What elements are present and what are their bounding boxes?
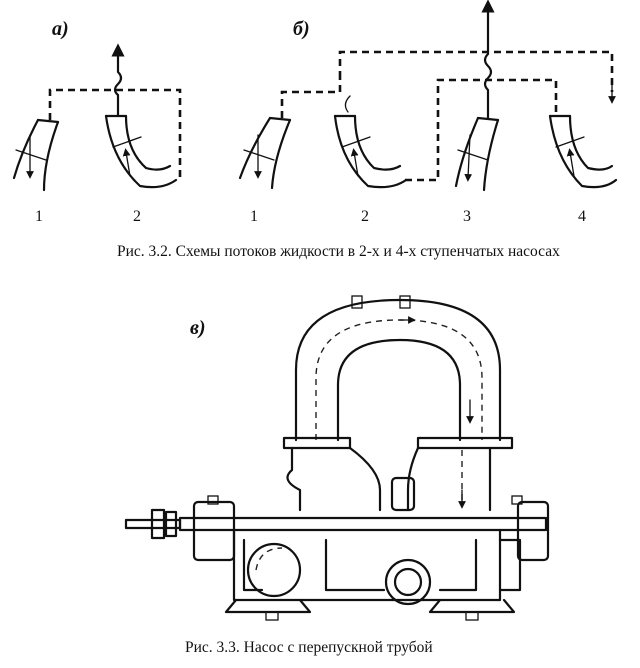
- stage-label-a-2: 2: [133, 208, 141, 225]
- bearing-right-bolt: [511, 495, 523, 505]
- casing-window: [390, 476, 416, 512]
- stage-1-volute-b: [238, 116, 292, 190]
- stage-label-a-1: 1: [35, 208, 43, 225]
- stage-label-b-3: 3: [463, 208, 471, 225]
- scheme-a-two-stage: а) 1 2: [12, 18, 182, 225]
- bearing-right: [516, 500, 550, 562]
- suction-nozzle-inner: [393, 567, 423, 597]
- pump-casing: [286, 446, 492, 512]
- stage-2-volute-b: [333, 114, 408, 189]
- coupling-left-1: [150, 508, 166, 540]
- stage-1-volute-a: [12, 118, 60, 192]
- coupling-left-2: [164, 510, 178, 538]
- flow-hook-b-2: [344, 95, 351, 113]
- crossover-flow-b-2-3: [405, 78, 558, 182]
- pump-shaft: [124, 508, 548, 540]
- stage-4-volute-b: [548, 114, 618, 189]
- bolt-top-left: [351, 295, 363, 309]
- crossover-flow-b-1-2: [280, 78, 342, 118]
- crossover-flow-a: [48, 88, 182, 182]
- stage-label-b-1: 1: [250, 208, 258, 225]
- flange-left: [282, 436, 352, 450]
- suction-nozzle: [384, 558, 432, 606]
- foot-bolt-left: [265, 611, 279, 621]
- panel-label-b: б): [293, 18, 310, 40]
- flange-right: [416, 436, 514, 450]
- panel-label-a: а): [52, 18, 69, 40]
- stage-3-volute-b: [454, 116, 500, 192]
- pump-feet: [224, 598, 516, 621]
- stage-2-volute-a: [104, 114, 178, 189]
- pump-lower-body: [232, 528, 522, 606]
- discharge-arrow-b: [481, 0, 495, 120]
- stage-label-b-2: 2: [361, 208, 369, 225]
- foot-bolt-right: [465, 611, 479, 621]
- suction-volute-left: [246, 542, 302, 598]
- crossover-flow-b-upper: [338, 50, 614, 92]
- crossover-pipe: [282, 295, 514, 450]
- caption-fig-3-3: Рис. 3.3. Насос с перепускной трубой: [185, 639, 433, 656]
- bearing-left-bolt: [207, 495, 219, 505]
- panel-label-v: в): [190, 317, 206, 339]
- scheme-b-four-stage: б): [238, 0, 618, 225]
- discharge-arrow-a: [111, 43, 125, 118]
- pump-with-crossover-pipe: в): [124, 295, 550, 621]
- bolt-top-right: [399, 295, 411, 309]
- caption-fig-3-2: Рис. 3.2. Схемы потоков жидкости в 2-х и…: [117, 243, 560, 260]
- stage-label-b-4: 4: [578, 208, 586, 225]
